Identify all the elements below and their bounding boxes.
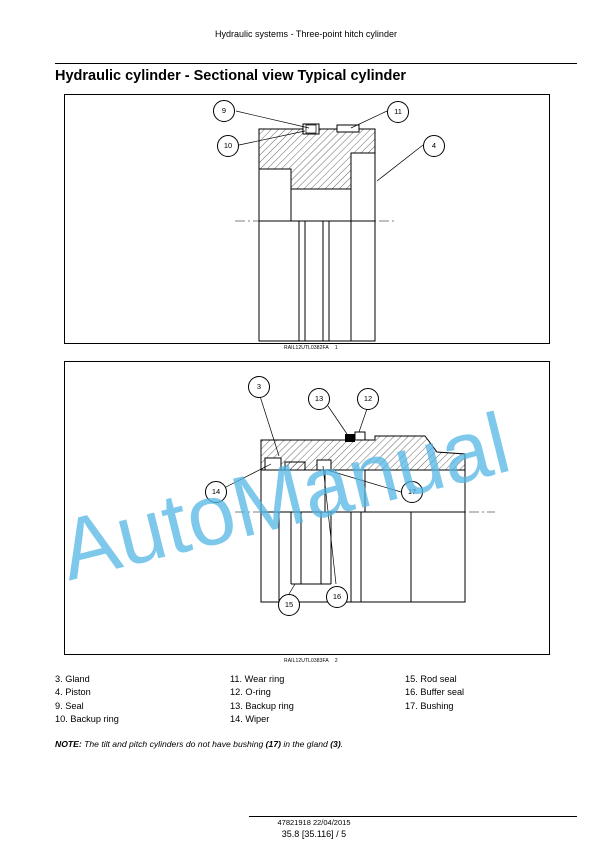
footer-page-number: 35.8 [35.116] / 5 <box>281 829 347 839</box>
page-header: Hydraulic systems - Three-point hitch cy… <box>215 29 397 39</box>
figure-1-drawing <box>235 110 424 342</box>
callout-10: 10 <box>217 135 239 157</box>
legend-item: 17. Bushing <box>405 700 454 711</box>
figure-2-frame: 3 13 12 14 17 15 16 <box>64 361 550 655</box>
legend-column-3: 15. Rod seal 16. Buffer seal 17. Bushing <box>405 674 464 714</box>
figure-2-drawing <box>223 395 495 603</box>
legend-item: 16. Buffer seal <box>405 687 465 698</box>
figure-2-caption: RAIL12UTL0383FA 2 <box>284 658 338 664</box>
note-text: NOTE: The tilt and pitch cylinders do no… <box>55 739 344 749</box>
callout-11: 11 <box>387 101 409 123</box>
callout-15: 15 <box>278 594 300 616</box>
callout-17: 17 <box>401 481 423 503</box>
legend-item: 3. Gland <box>55 674 90 684</box>
callout-3: 3 <box>248 376 270 398</box>
legend-item: 4. Piston <box>55 687 91 698</box>
legend-item: 12. O-ring <box>230 687 271 698</box>
legend-item: 10. Backup ring <box>55 714 119 725</box>
header-rule <box>55 63 577 64</box>
figure-1-frame: 9 11 10 4 <box>64 94 550 344</box>
callout-4: 4 <box>423 135 445 157</box>
callout-9: 9 <box>213 100 235 122</box>
footer-doc-number: 47821918 22/04/2015 <box>277 818 351 827</box>
callout-12: 12 <box>357 388 379 410</box>
legend-column-2: 11. Wear ring 12. O-ring 13. Backup ring… <box>230 674 294 728</box>
legend-column-1: 3. Gland 4. Piston 9. Seal 10. Backup ri… <box>55 674 119 728</box>
callout-16: 16 <box>326 586 348 608</box>
footer-rule <box>249 816 577 817</box>
section-title: Hydraulic cylinder - Sectional view Typi… <box>55 68 407 84</box>
legend-item: 9. Seal <box>55 700 84 711</box>
callout-13: 13 <box>308 388 330 410</box>
legend-item: 13. Backup ring <box>230 700 294 711</box>
legend-item: 14. Wiper <box>230 714 270 725</box>
figure-1-caption: RAIL12UTL0382FA 1 <box>284 345 338 351</box>
callout-14: 14 <box>205 481 227 503</box>
legend-item: 11. Wear ring <box>230 674 285 684</box>
legend-item: 15. Rod seal <box>405 674 457 684</box>
